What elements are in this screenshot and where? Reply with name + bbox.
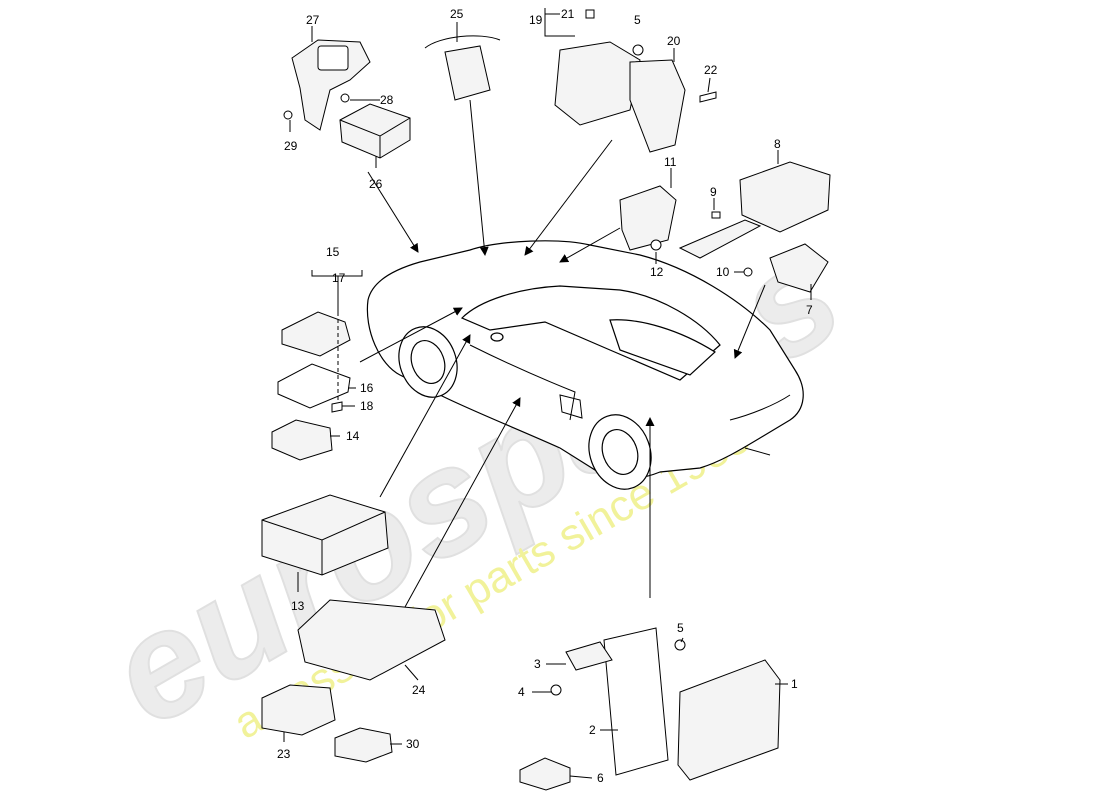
- callout-17: 17: [332, 271, 346, 285]
- part-30-module: [334, 727, 393, 763]
- callout-28: 28: [380, 93, 394, 107]
- part-1-6-ecu-group: [519, 627, 781, 791]
- callout-4: 4: [518, 685, 525, 699]
- part-26-control-unit: [339, 103, 411, 159]
- leader-lines: [283, 8, 812, 779]
- part-28-29-screws: [283, 93, 350, 120]
- callout-16: 16: [360, 381, 374, 395]
- callout-20: 20: [667, 34, 681, 48]
- part-23-box: [261, 684, 336, 736]
- arrows: [359, 99, 766, 608]
- callout-24: 24: [412, 683, 426, 697]
- callout-15: 15: [326, 245, 340, 259]
- callout-8: 8: [774, 137, 781, 151]
- callout-26: 26: [369, 177, 383, 191]
- callout-2: 2: [589, 723, 596, 737]
- callout-1: 1: [791, 677, 798, 691]
- callout-21: 21: [561, 7, 575, 21]
- callout-labels: 27 28 29 26 25 19 21 5 20 22 11 8 9 12 1…: [277, 7, 813, 785]
- callout-9: 9: [710, 185, 717, 199]
- callout-10: 10: [716, 265, 730, 279]
- callout-19: 19: [529, 13, 543, 27]
- part-13-box: [261, 494, 389, 576]
- callout-18: 18: [360, 399, 374, 413]
- callout-11: 11: [664, 155, 677, 169]
- callout-29: 29: [284, 139, 298, 153]
- part-7-module: [743, 243, 829, 293]
- part-19-20-unit: [554, 9, 717, 153]
- callout-27: 27: [306, 13, 320, 27]
- callout-14: 14: [346, 429, 360, 443]
- car-body: [366, 240, 804, 490]
- callout-6: 6: [597, 771, 604, 785]
- part-11-module: [619, 185, 677, 251]
- part-15-18-group: [277, 270, 363, 413]
- callout-5-bottom: 5: [677, 621, 684, 635]
- callout-23: 23: [277, 747, 291, 761]
- callout-30: 30: [406, 737, 420, 751]
- part-8-control-unit: [678, 161, 831, 259]
- callout-5-top: 5: [634, 13, 641, 27]
- callout-25: 25: [450, 7, 464, 21]
- callout-7: 7: [806, 303, 813, 317]
- part-25-module: [424, 35, 501, 101]
- callout-13: 13: [291, 599, 305, 613]
- part-14-unit: [271, 419, 333, 461]
- callout-22: 22: [704, 63, 718, 77]
- part-27-bracket: [291, 39, 371, 131]
- part-24-panel: [297, 599, 446, 681]
- callout-12: 12: [650, 265, 664, 279]
- callout-3: 3: [534, 657, 541, 671]
